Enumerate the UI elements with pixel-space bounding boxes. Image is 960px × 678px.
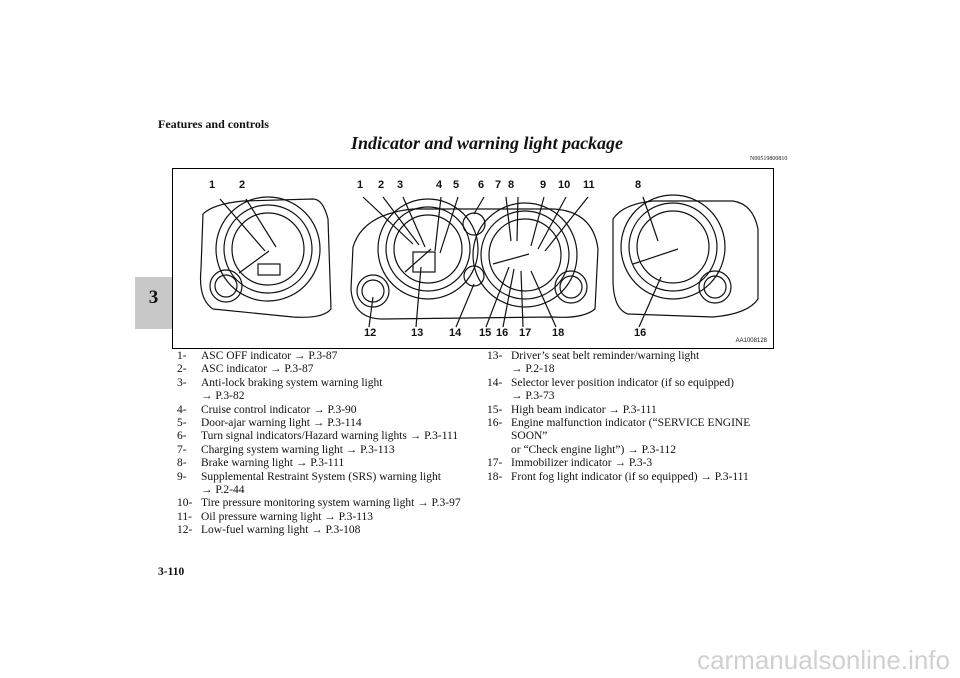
- chapter-number: 3: [148, 287, 159, 308]
- item-text: Brake warning light → P.3-111: [201, 457, 345, 470]
- watermark: carmanualsonline.info: [697, 645, 950, 675]
- item-number: 1-: [177, 350, 187, 362]
- cluster-illustration: [199, 194, 759, 328]
- callout-bottom-14: 14: [449, 327, 462, 339]
- item-number: 16-: [487, 417, 503, 430]
- callout-bottom-17: 17: [519, 327, 532, 339]
- item-text: Immobilizer indicator → P.3-3: [511, 457, 653, 470]
- item-number: 15-: [487, 403, 503, 416]
- list-item: 18- Front fog light indicator (if so equi…: [487, 471, 787, 484]
- figure-code: AA1008128: [735, 338, 767, 344]
- list-item: 2- ASC indicator → P.3-87: [177, 363, 477, 376]
- callout-bottom-18: 18: [552, 327, 565, 339]
- section-title: Features and controls: [158, 117, 269, 131]
- item-number: 17-: [487, 457, 503, 470]
- item-text: Anti-lock braking system warning light: [201, 376, 383, 389]
- item-ref: → P.3-82: [201, 390, 245, 403]
- callout-bottom-right-16: 16: [634, 327, 647, 339]
- list-item: 15- High beam indicator → P.3-111: [487, 404, 787, 417]
- callout-top-left-2: 2: [239, 179, 246, 191]
- list-item: 14- Selector lever position indicator (if…: [487, 377, 787, 404]
- callout-bottom-15: 15: [479, 327, 492, 339]
- callout-bottom-16: 16: [496, 327, 509, 339]
- callout-top-center-4: 4: [436, 179, 443, 191]
- callout-top-center-3: 3: [397, 179, 404, 191]
- list-item: 9- Supplemental Restraint System (SRS) wa…: [177, 471, 477, 498]
- item-text: ASC indicator → P.3-87: [201, 363, 314, 376]
- item-number: 18-: [487, 470, 503, 483]
- item-text: ASC OFF indicator → P.3-87: [201, 350, 338, 362]
- doc-code: N00519800810: [750, 156, 788, 162]
- item-text: Front fog light indicator (if so equippe…: [511, 470, 749, 483]
- page-title: Indicator and warning light package: [351, 133, 624, 153]
- item-text: Supplemental Restraint System (SRS) warn…: [201, 470, 441, 483]
- item-text: Selector lever position indicator (if so…: [511, 376, 734, 389]
- item-number: 5-: [177, 417, 187, 430]
- item-text: Tire pressure monitoring system warning …: [201, 497, 461, 510]
- callout-top-center-5: 5: [453, 179, 460, 191]
- list-item: 10- Tire pressure monitoring system warni…: [177, 497, 477, 510]
- list-item: 13- Driver’s seat belt reminder/warning l…: [487, 350, 787, 377]
- list-item: 8- Brake warning light → P.3-111: [177, 457, 477, 470]
- indicator-list-right: 13- Driver’s seat belt reminder/warning l…: [487, 350, 787, 484]
- callout-top-center-7: 7: [495, 179, 502, 191]
- item-number: 13-: [487, 350, 503, 362]
- item-text: Engine malfunction indicator (“SERVICE E…: [511, 417, 751, 443]
- callout-top-center-1: 1: [357, 179, 364, 191]
- list-item: 3- Anti-lock braking system warning light…: [177, 377, 477, 404]
- list-item: 6- Turn signal indicators/Hazard warning …: [177, 430, 477, 443]
- item-number: 14-: [487, 376, 503, 389]
- callout-top-center-8: 8: [508, 179, 515, 191]
- callout-bottom-13: 13: [411, 327, 424, 339]
- item-number: 6-: [177, 430, 187, 443]
- chapter-tab: [135, 277, 172, 329]
- item-number: 2-: [177, 363, 187, 376]
- list-item: 16- Engine malfunction indicator (“SERVIC…: [487, 417, 787, 457]
- item-ref: → P.3-73: [511, 390, 555, 403]
- indicator-list-left: 1- ASC OFF indicator → P.3-87 2- ASC indic…: [177, 350, 477, 538]
- list-item: 4- Cruise control indicator → P.3-90: [177, 404, 477, 417]
- item-text: Oil pressure warning light → P.3-113: [201, 510, 374, 523]
- list-item: 12- Low-fuel warning light → P.3-108: [177, 524, 477, 537]
- item-number: 3-: [177, 376, 187, 389]
- callout-top-left-1: 1: [209, 179, 216, 191]
- item-text: High beam indicator → P.3-111: [511, 403, 657, 416]
- instrument-cluster-figure: 1 2 1 2 3 4 5 6 7 8 9 10 11 8 12 13 14 1…: [172, 168, 774, 349]
- list-item: 7- Charging system warning light → P.3-11…: [177, 444, 477, 457]
- callout-top-center-6: 6: [478, 179, 485, 191]
- item-number: 8-: [177, 457, 187, 470]
- item-text: Turn signal indicators/Hazard warning li…: [201, 430, 459, 443]
- page-number: 3-110: [158, 566, 185, 578]
- list-item: 11- Oil pressure warning light → P.3-113: [177, 511, 477, 524]
- item-number: 9-: [177, 470, 187, 483]
- item-text: Door-ajar warning light → P.3-114: [201, 417, 362, 430]
- callout-top-center-11: 11: [583, 179, 595, 191]
- item-ref: → P.2-18: [511, 363, 555, 376]
- item-ref: → P.2-44: [201, 484, 245, 497]
- callout-bottom-12: 12: [364, 327, 377, 339]
- callout-top-center-2: 2: [378, 179, 385, 191]
- list-item: 1- ASC OFF indicator → P.3-87: [177, 350, 477, 363]
- item-number: 11-: [177, 510, 192, 523]
- callout-top-right-8: 8: [635, 179, 642, 191]
- item-text: Driver’s seat belt reminder/warning ligh…: [511, 350, 700, 362]
- callout-top-center-10: 10: [558, 179, 571, 191]
- item-text: Charging system warning light → P.3-113: [201, 443, 395, 456]
- item-text: Cruise control indicator → P.3-90: [201, 403, 357, 416]
- list-item: 5- Door-ajar warning light → P.3-114: [177, 417, 477, 430]
- item-number: 12-: [177, 524, 193, 537]
- item-number: 4-: [177, 403, 187, 416]
- list-item: 17- Immobilizer indicator → P.3-3: [487, 457, 787, 470]
- item-ref: or “Check engine light”) → P.3-112: [511, 443, 677, 456]
- item-number: 10-: [177, 497, 193, 510]
- item-number: 7-: [177, 443, 187, 456]
- item-text: Low-fuel warning light → P.3-108: [201, 524, 361, 537]
- callout-top-center-9: 9: [540, 179, 547, 191]
